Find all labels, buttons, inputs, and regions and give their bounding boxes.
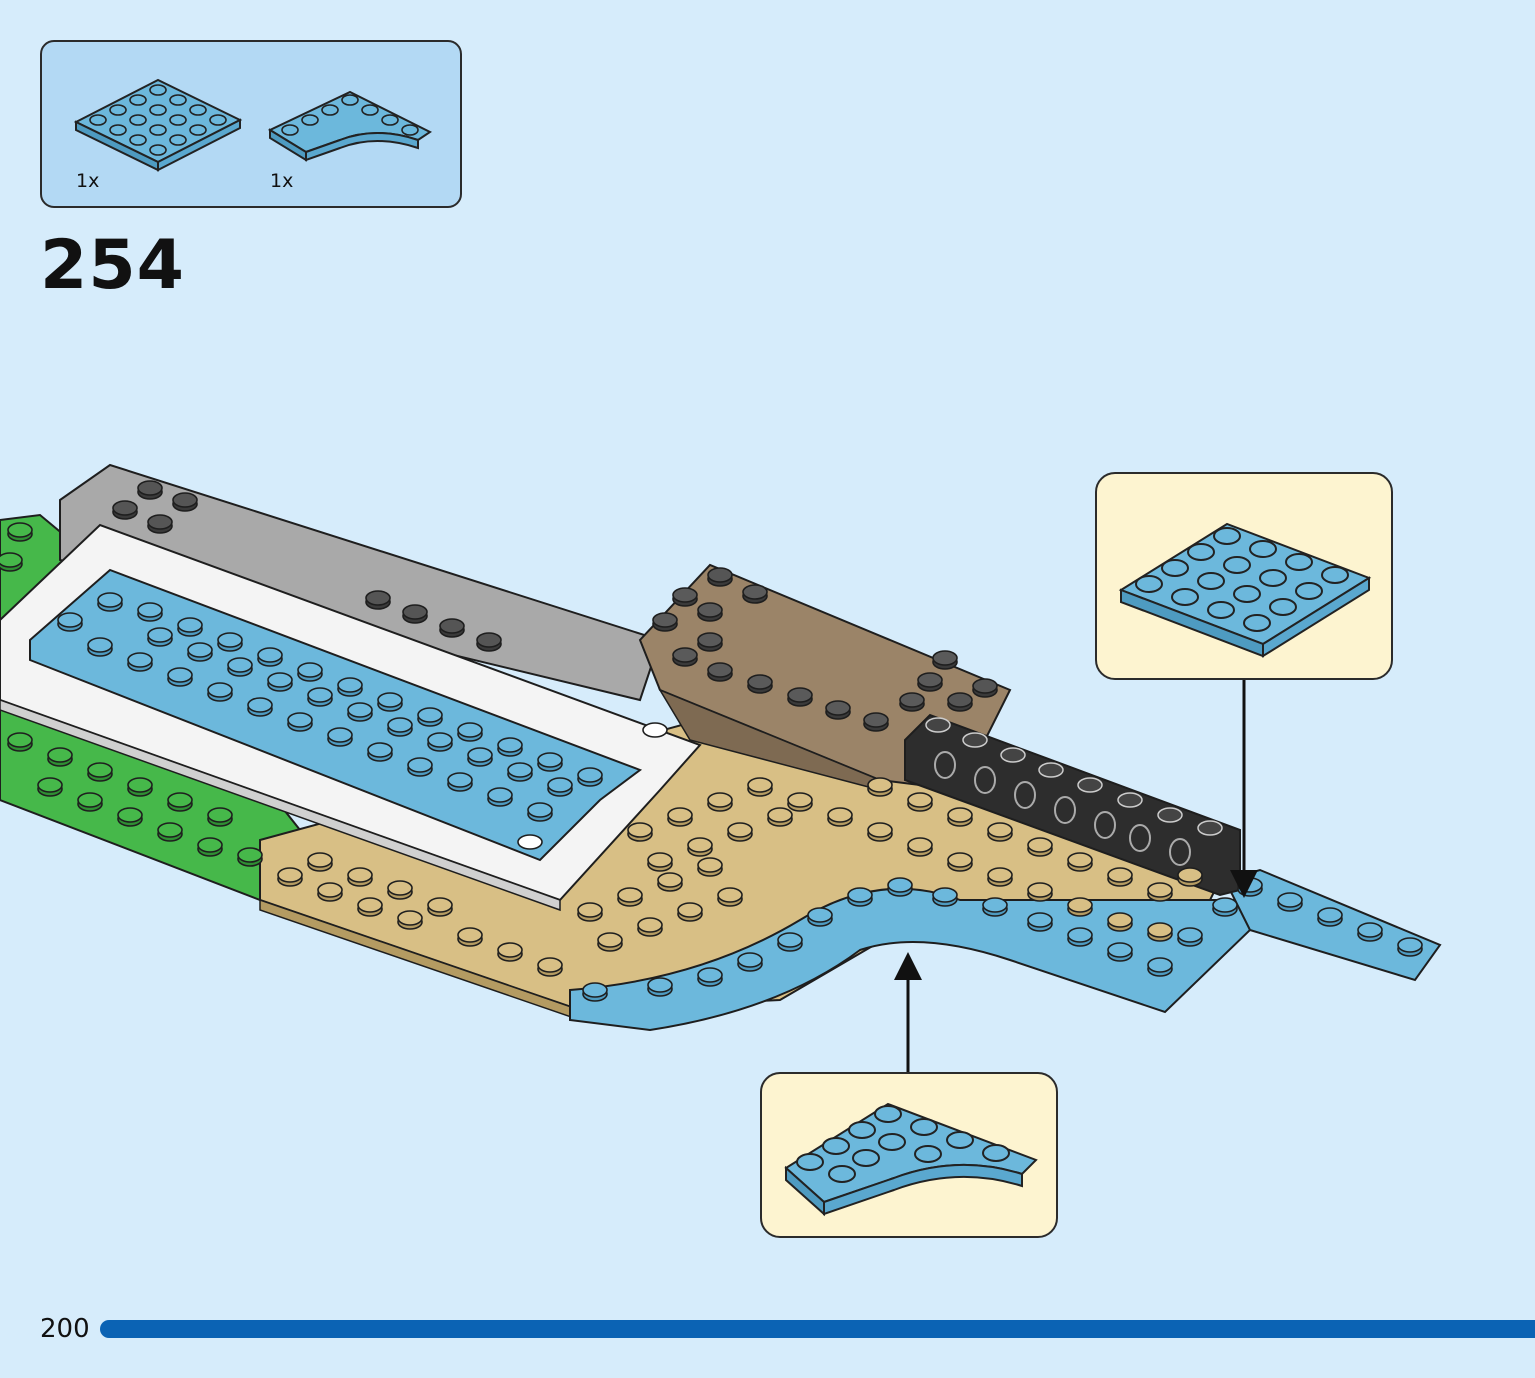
- callout-plate-corner-curved: [760, 1072, 1058, 1238]
- part-count-1: 1x: [76, 170, 100, 192]
- page-number: 200: [40, 1314, 90, 1344]
- plate-corner-curved-icon: [266, 88, 436, 168]
- plate-4x4-icon: [1117, 494, 1377, 664]
- plate-corner-curved-icon: [782, 1094, 1042, 1224]
- callout-plate-4x4: [1095, 472, 1393, 680]
- part-count-2: 1x: [270, 170, 294, 192]
- parts-list-box: 1x 1x: [40, 40, 462, 208]
- step-number: 254: [40, 226, 185, 305]
- plate-4x4-icon: [74, 62, 244, 172]
- progress-bar: [100, 1320, 1535, 1338]
